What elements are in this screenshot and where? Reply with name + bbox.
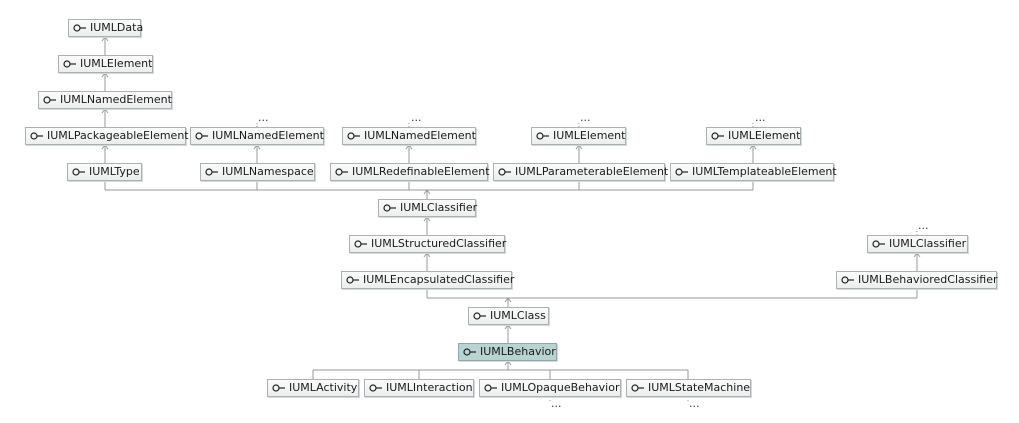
inheritance-arrowhead bbox=[913, 252, 921, 258]
ellipsis-more-parents-redefinable[interactable]: ... bbox=[411, 111, 422, 124]
node-label: IUMLClass bbox=[490, 309, 546, 322]
node-label: IUMLOpaqueBehavior bbox=[501, 381, 620, 394]
interface-lollipop-icon bbox=[463, 348, 476, 356]
interface-lollipop-icon bbox=[484, 384, 497, 392]
node-iumlclass[interactable]: IUMLClass bbox=[468, 307, 549, 325]
interface-lollipop-icon bbox=[473, 312, 486, 320]
inheritance-arrowhead bbox=[504, 360, 512, 366]
interface-lollipop-icon bbox=[347, 132, 360, 140]
interface-lollipop-icon bbox=[72, 168, 85, 176]
interface-lollipop-icon bbox=[498, 168, 511, 176]
node-iumlelement[interactable]: IUMLElement bbox=[58, 55, 153, 73]
node-iumltype[interactable]: IUMLType bbox=[67, 163, 142, 181]
node-iumlparameterableelement[interactable]: IUMLParameterableElement bbox=[493, 163, 669, 181]
node-iumlencapsulatedclassifier[interactable]: IUMLEncapsulatedClassifier bbox=[341, 271, 515, 289]
node-label: IUMLNamedElement bbox=[364, 129, 476, 142]
interface-lollipop-icon bbox=[711, 132, 724, 140]
node-label: IUMLClassifier bbox=[889, 237, 967, 250]
inheritance-arrowhead bbox=[423, 216, 431, 222]
node-label: IUMLNamespace bbox=[222, 165, 314, 178]
node-iumlclassifier[interactable]: IUMLClassifier bbox=[378, 199, 478, 217]
interface-lollipop-icon bbox=[346, 276, 359, 284]
node-iumlelement-templateable-parent[interactable]: IUMLElement bbox=[706, 127, 801, 145]
interface-lollipop-icon bbox=[195, 132, 208, 140]
inheritance-arrowhead bbox=[423, 252, 431, 258]
node-label: IUMLInteraction bbox=[386, 381, 473, 394]
node-label: IUMLParameterableElement bbox=[515, 165, 669, 178]
ellipsis-more-parents-parameterable[interactable]: ... bbox=[580, 111, 591, 124]
node-iumlpackageableelement[interactable]: IUMLPackageableElement bbox=[25, 127, 189, 145]
ellipsis-more-parents-classifier[interactable]: ... bbox=[918, 219, 929, 232]
inheritance-arrowhead bbox=[504, 324, 512, 330]
node-label: IUMLNamedElement bbox=[212, 129, 324, 142]
interface-lollipop-icon bbox=[63, 60, 76, 68]
inheritance-arrowhead bbox=[575, 144, 583, 150]
node-iumlnamedelement[interactable]: IUMLNamedElement bbox=[38, 91, 172, 109]
node-label: IUMLTemplateableElement bbox=[692, 165, 837, 178]
ellipsis-more-children-opaquebehavior[interactable]: ... bbox=[551, 397, 562, 410]
node-label: IUMLActivity bbox=[289, 381, 358, 394]
interface-lollipop-icon bbox=[369, 384, 382, 392]
interface-lollipop-icon bbox=[872, 240, 885, 248]
interface-lollipop-icon bbox=[383, 204, 396, 212]
node-label: IUMLClassifier bbox=[400, 201, 478, 214]
inheritance-arrowhead bbox=[101, 108, 109, 114]
interface-lollipop-icon bbox=[354, 240, 367, 248]
node-label: IUMLBehavior bbox=[480, 345, 556, 358]
inheritance-arrowhead bbox=[423, 189, 431, 195]
inheritance-arrowhead bbox=[504, 297, 512, 303]
node-iumlstructuredclassifier[interactable]: IUMLStructuredClassifier bbox=[349, 235, 507, 253]
node-iumltemplateableelement[interactable]: IUMLTemplateableElement bbox=[670, 163, 837, 181]
node-label: IUMLStateMachine bbox=[648, 381, 751, 394]
node-iumlactivity[interactable]: IUMLActivity bbox=[267, 379, 359, 397]
node-label: IUMLEncapsulatedClassifier bbox=[363, 273, 515, 286]
node-label: IUMLElement bbox=[80, 57, 153, 70]
node-iumlelement-parameterable-parent[interactable]: IUMLElement bbox=[531, 127, 626, 145]
node-iumlredefinableelement[interactable]: IUMLRedefinableElement bbox=[330, 163, 490, 181]
inheritance-arrowhead bbox=[101, 36, 109, 42]
interface-lollipop-icon bbox=[272, 384, 285, 392]
inheritance-arrowhead bbox=[405, 144, 413, 150]
interface-lollipop-icon bbox=[536, 132, 549, 140]
node-label: IUMLPackageableElement bbox=[47, 129, 189, 142]
interface-lollipop-icon bbox=[73, 24, 86, 32]
interface-lollipop-icon bbox=[205, 168, 218, 176]
node-label: IUMLType bbox=[89, 165, 140, 178]
inheritance-arrowhead bbox=[101, 72, 109, 78]
interface-lollipop-icon bbox=[30, 132, 43, 140]
node-label: IUMLData bbox=[90, 21, 144, 34]
node-label: IUMLElement bbox=[728, 129, 801, 142]
node-iumlbehavioredclassifier[interactable]: IUMLBehavioredClassifier bbox=[836, 271, 997, 289]
node-label: IUMLRedefinableElement bbox=[352, 165, 490, 178]
node-iumlstatemachine[interactable]: IUMLStateMachine bbox=[626, 379, 751, 397]
node-iumlclassifier-behaviored-parent[interactable]: IUMLClassifier bbox=[867, 235, 968, 253]
ellipsis-more-parents-templateable[interactable]: ... bbox=[755, 111, 766, 124]
node-iumlopaquebehavior[interactable]: IUMLOpaqueBehavior bbox=[479, 379, 621, 397]
interface-lollipop-icon bbox=[335, 168, 348, 176]
node-iumlnamespace[interactable]: IUMLNamespace bbox=[200, 163, 315, 181]
interface-lollipop-icon bbox=[631, 384, 644, 392]
node-iumlnamedelement-redefinable-parent[interactable]: IUMLNamedElement bbox=[342, 127, 476, 145]
node-iumlbehavior-selected[interactable]: IUMLBehavior bbox=[458, 343, 557, 361]
inheritance-arrowhead bbox=[101, 144, 109, 150]
node-label: IUMLNamedElement bbox=[60, 93, 172, 106]
ellipsis-more-children-statemachine[interactable]: ... bbox=[689, 397, 700, 410]
inheritance-arrowhead bbox=[253, 144, 261, 150]
inheritance-arrowhead bbox=[749, 144, 757, 150]
interface-lollipop-icon bbox=[43, 96, 56, 104]
ellipsis-more-parents-namespace[interactable]: ... bbox=[258, 111, 269, 124]
interface-lollipop-icon bbox=[841, 276, 854, 284]
node-iumlinteraction[interactable]: IUMLInteraction bbox=[364, 379, 474, 397]
interface-lollipop-icon bbox=[675, 168, 688, 176]
node-iumldata[interactable]: IUMLData bbox=[68, 19, 144, 37]
node-label: IUMLStructuredClassifier bbox=[371, 237, 507, 250]
node-iumlnamedelement-namespace-parent[interactable]: IUMLNamedElement bbox=[190, 127, 324, 145]
node-label: IUMLBehavioredClassifier bbox=[858, 273, 998, 286]
node-label: IUMLElement bbox=[553, 129, 626, 142]
